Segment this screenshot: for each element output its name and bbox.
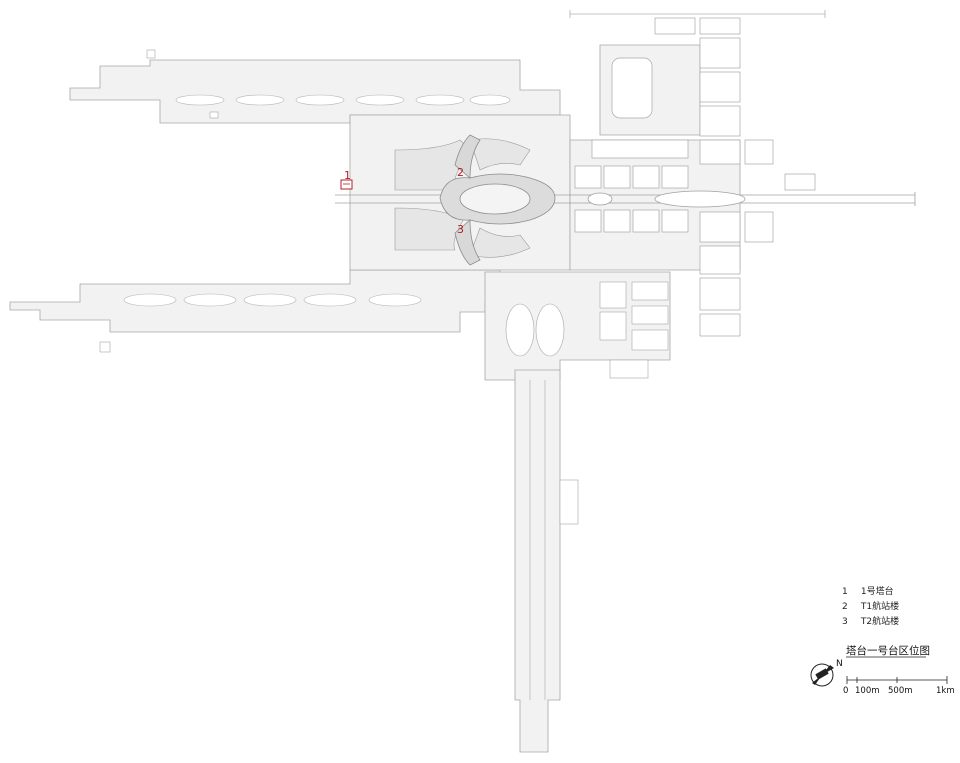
scale-tick-1km: 1km bbox=[936, 686, 955, 696]
legend-label: T2航站楼 bbox=[860, 617, 900, 627]
legend-number: 3 bbox=[842, 617, 848, 627]
north-letter: N bbox=[836, 659, 843, 669]
south-runway bbox=[514, 369, 561, 753]
callout-2: 2 bbox=[457, 166, 464, 179]
map-title: 塔台一号台区位图 bbox=[846, 645, 930, 657]
legend-label: 1号塔台 bbox=[860, 587, 894, 597]
callout-3: 3 bbox=[457, 223, 464, 236]
legend-number: 1 bbox=[842, 587, 848, 597]
legend-item: 3 T2航站楼 bbox=[842, 614, 899, 629]
legend: 1 1号塔台 2 T1航站楼 3 T2航站楼 bbox=[842, 584, 899, 629]
scale-tick-500m: 500m bbox=[888, 686, 913, 696]
north-arrow bbox=[810, 663, 834, 687]
legend-item: 1 1号塔台 bbox=[842, 584, 899, 599]
legend-label: T1航站楼 bbox=[860, 602, 900, 612]
legend-item: 2 T1航站楼 bbox=[842, 599, 899, 614]
scale-tick-0: 0 bbox=[843, 686, 849, 696]
scale-tick-100m: 100m bbox=[855, 686, 880, 696]
tower-marker bbox=[340, 179, 353, 190]
north-runway-strip bbox=[69, 59, 561, 124]
legend-number: 2 bbox=[842, 602, 848, 612]
north-arrow-needle bbox=[812, 665, 834, 685]
callout-1: 1 bbox=[344, 169, 351, 182]
